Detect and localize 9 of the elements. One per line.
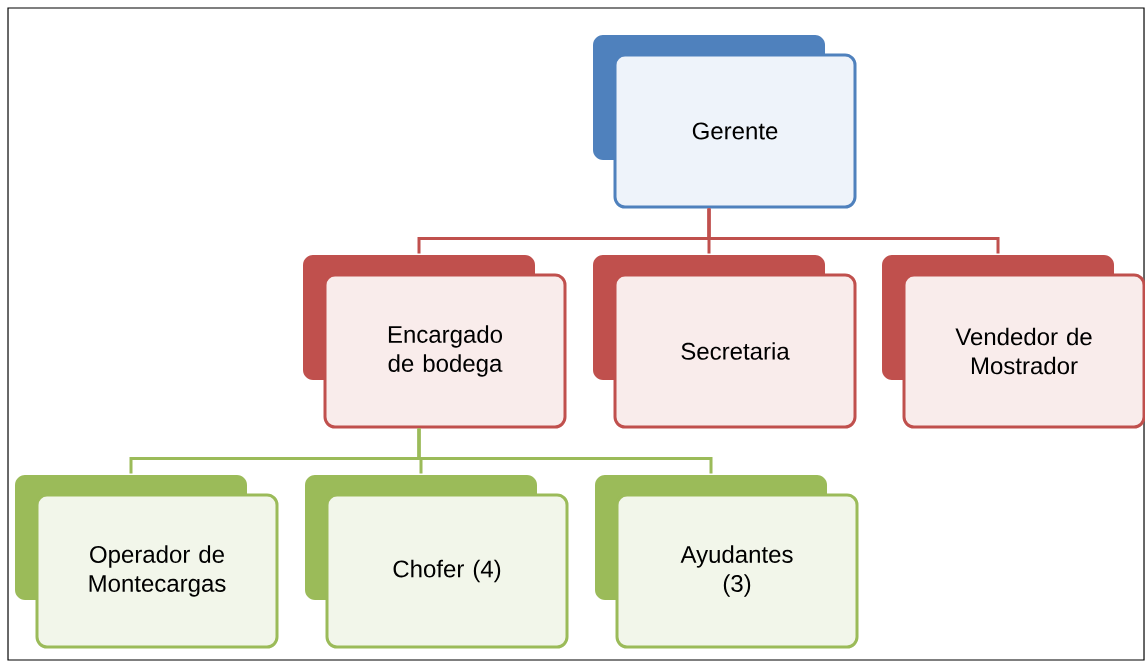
- org-box: Gerente: [593, 35, 857, 209]
- org-box: Secretaria: [593, 255, 857, 429]
- org-box: Ayudantes (3): [595, 475, 859, 649]
- org-box: Encargado de bodega: [303, 255, 567, 429]
- org-box: Operador de Montecargas: [15, 475, 279, 649]
- connector-line: [417, 428, 713, 474]
- connector-line: [707, 208, 1000, 254]
- org-box: Chofer (4): [305, 475, 569, 649]
- org-box: Vendedor de Mostrador: [882, 255, 1145, 429]
